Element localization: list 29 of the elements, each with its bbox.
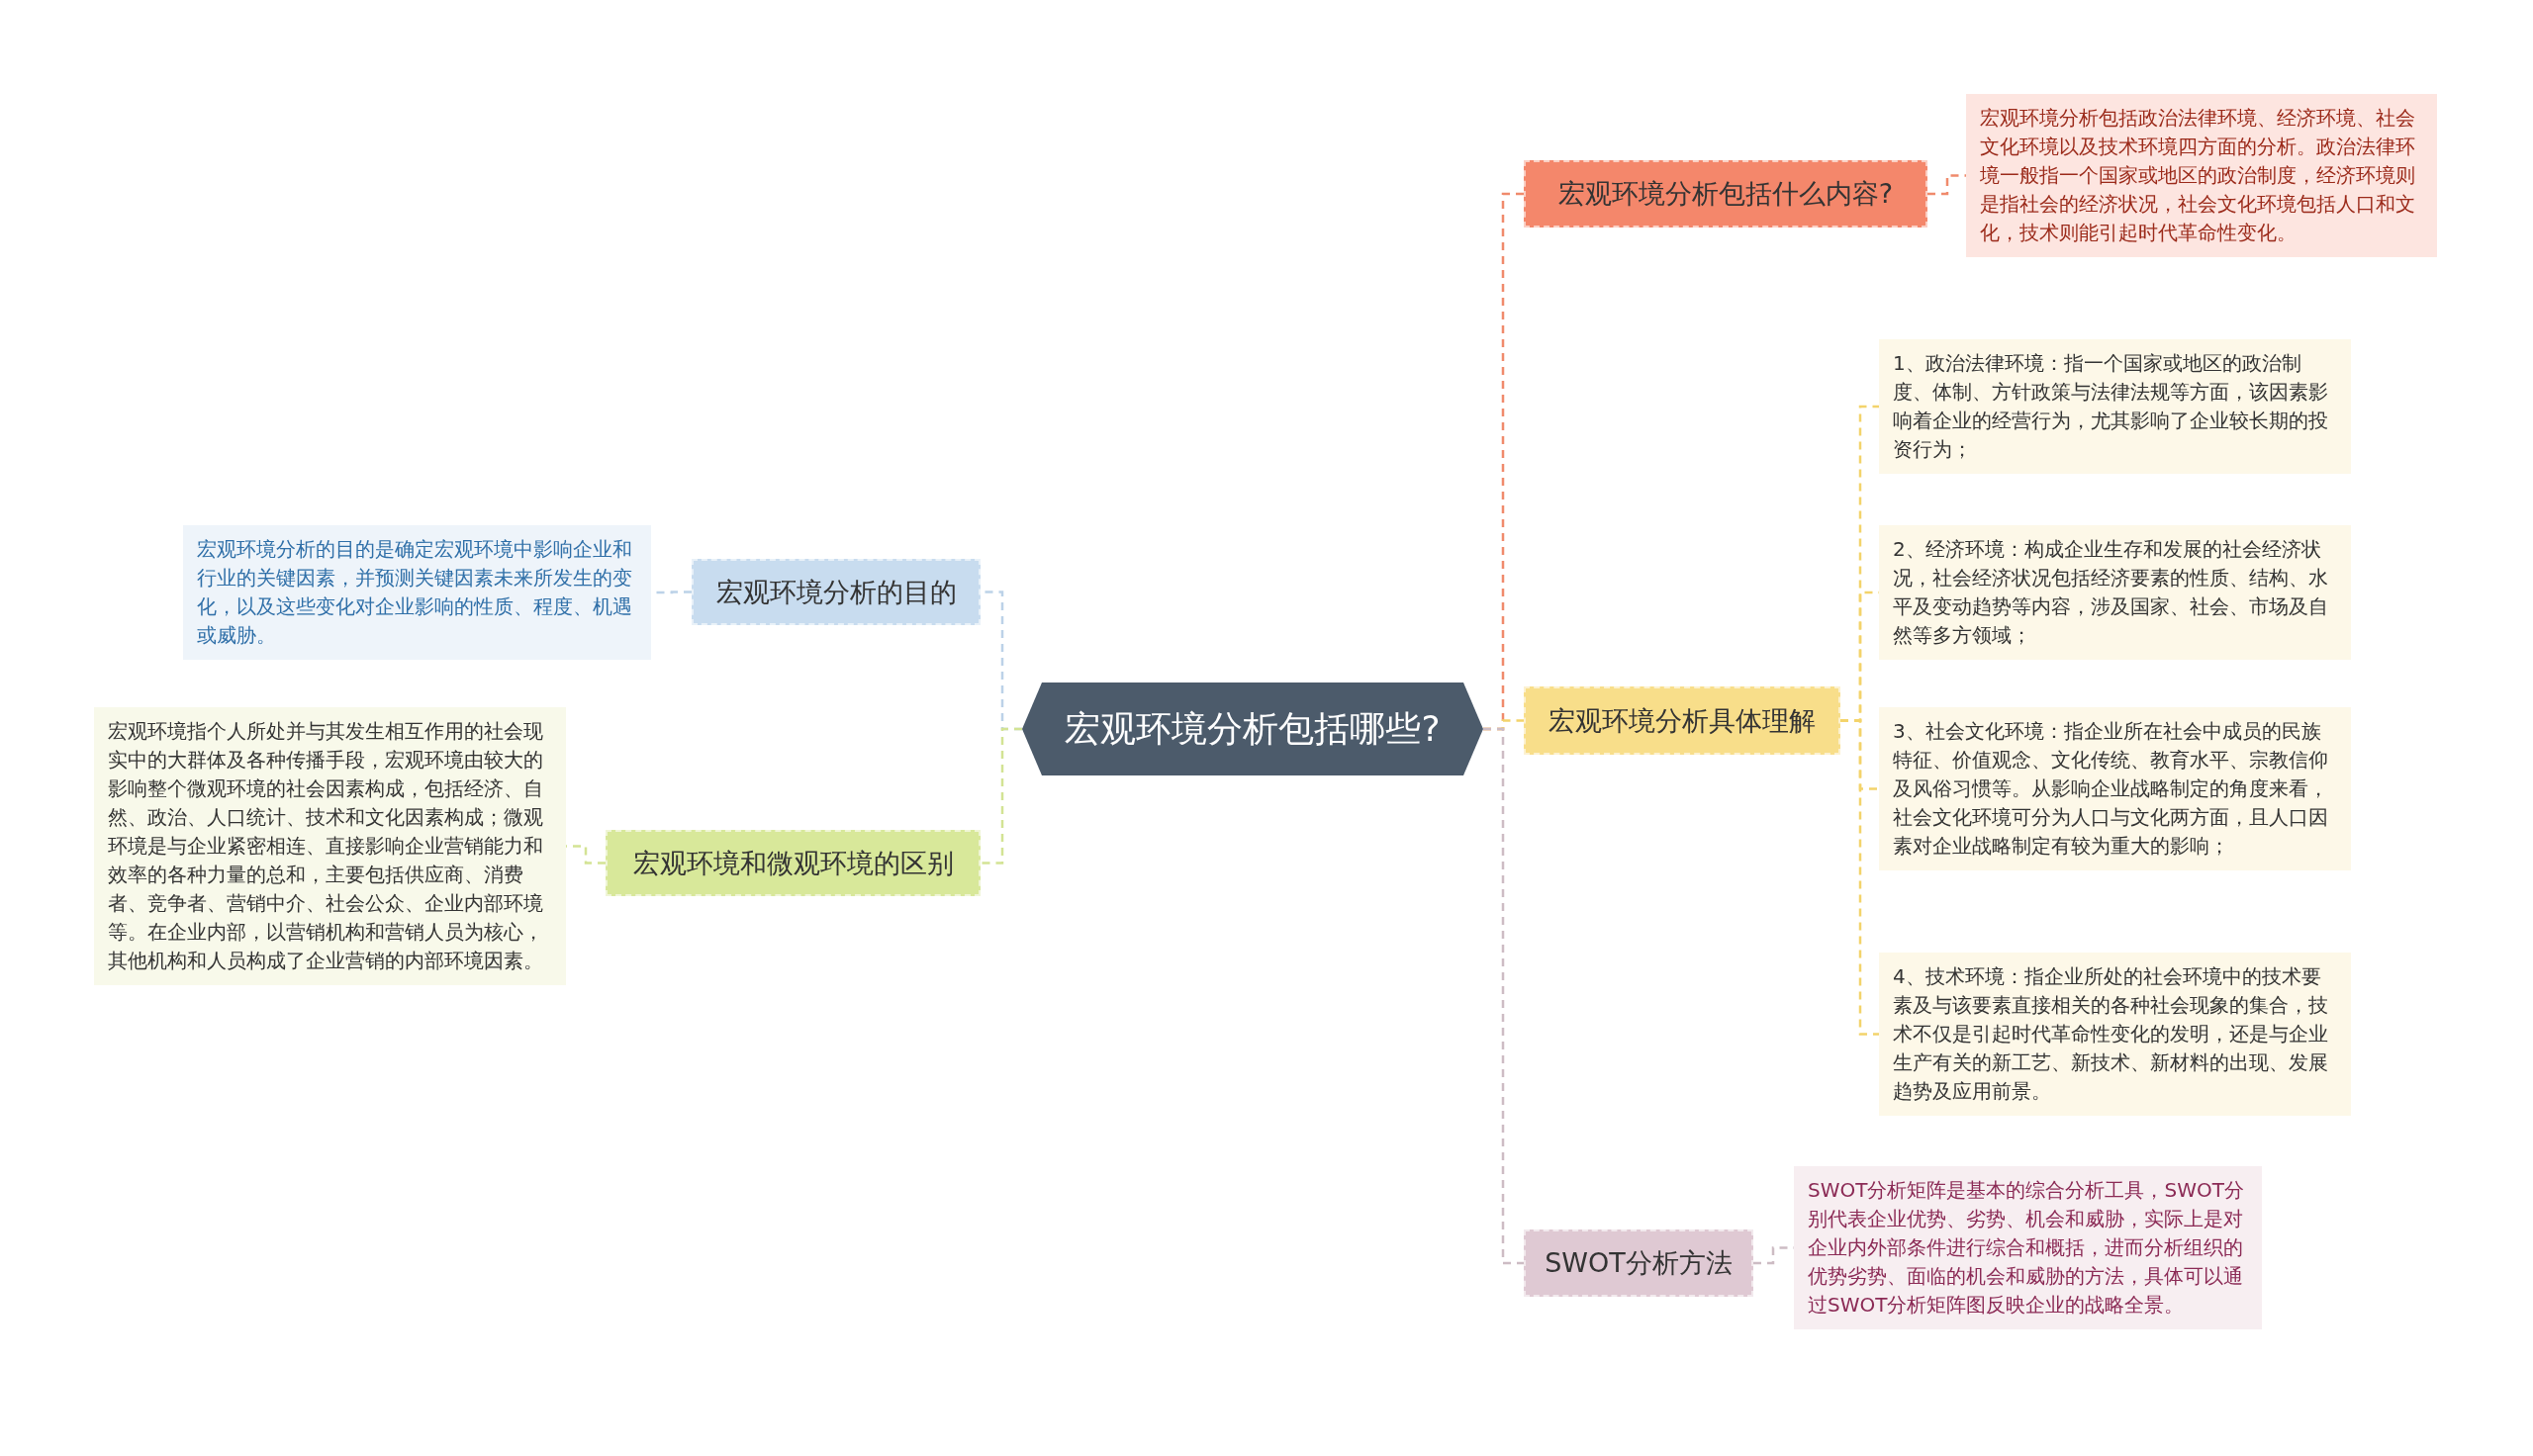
note-text: SWOT分析矩阵是基本的综合分析工具，SWOT分别代表企业优势、劣势、机会和威胁，实际上是对企业内外部条件进行综合和概括，进而分析组织的优势劣势、面临的机会和威胁的方法，具体可以通过SWOT分析矩阵图反映企业的战略全景。 bbox=[1808, 1177, 2245, 1319]
branch-topic bbox=[1524, 160, 1927, 228]
connector-line bbox=[981, 727, 1022, 864]
topic-label: 宏观环境分析包括什么内容? bbox=[1557, 177, 1894, 211]
branch-topic bbox=[692, 559, 981, 625]
connector-line bbox=[1840, 719, 1879, 1036]
note-text: 1、政治法律环境：指一个国家或地区的政治制度、体制、方针政策与法律法规等方面，该因素影响着企业的经营行为，尤其影响了企业较长期的投资行为； bbox=[1893, 350, 2329, 463]
central-topic-hexagon bbox=[1022, 682, 1483, 775]
topic-label: 宏观环境分析具体理解 bbox=[1548, 703, 1816, 738]
note-text: 2、经济环境：构成企业生存和发展的社会经济状况，社会经济状况包括经济要素的性质、结构、水平及变动趋势等内容，涉及国家、社会、市场及自然等多方领域； bbox=[1893, 536, 2329, 649]
connector-line bbox=[1483, 727, 1524, 1265]
topic-label: SWOT分析方法 bbox=[1545, 1246, 1733, 1280]
note-text: 宏观环境分析包括政治法律环境、经济环境、社会文化环境以及技术环境四方面的分析。政治法律环境一般指一个国家或地区的政治制度，经济环境则是指社会的经济状况，社会文化环境包括人口和文化，技术则能引起时代革命性变化。 bbox=[1980, 105, 2416, 246]
note-text: 4、技术环境：指企业所处的社会环境中的技术要素及与该要素直接相关的各种社会现象的集合，技术不仅是引起时代革命性变化的发明，还是与企业生产有关的新工艺、新技术、新材料的出现、发展趋势及应用前景。 bbox=[1893, 963, 2329, 1105]
topic-label: 宏观环境和微观环境的区别 bbox=[632, 846, 954, 880]
note-text: 3、社会文化环境：指企业所在社会中成员的民族特征、价值观念、文化传统、教育水平、宗教信仰及风俗习惯等。从影响企业战略制定的角度来看，社会文化环境可分为人口与文化两方面，且人口因素对企业战略制定有较为重大的影响； bbox=[1893, 718, 2329, 860]
note-card bbox=[1879, 339, 2351, 474]
note-card bbox=[1879, 525, 2351, 660]
note-text: 宏观环境指个人所处并与其发生相互作用的社会现实中的大群体及各种传播手段，宏观环境由较大的影响整个微观环境的社会因素构成，包括经济、自然、政治、人口统计、技术和文化因素构成；微观环境是与企业紧密相连、直接影响企业营销能力和效率的各种力量的总和，主要包括供应商、消费者、竞争者、营销中介、社会公众、企业内部环境等。在企业内部，以营销机构和营销人员为核心，其他机构和人员构成了企业营销的内部环境因素。 bbox=[108, 718, 544, 974]
note-card bbox=[1794, 1166, 2262, 1329]
note-text: 宏观环境分析的目的是确定宏观环境中影响企业和行业的关键因素，并预测关键因素未来所发生的变化，以及这些变化对企业影响的性质、程度、机遇或威胁。 bbox=[197, 536, 633, 649]
branch-topic bbox=[1524, 686, 1840, 755]
note-card bbox=[1966, 94, 2437, 257]
branch-topic bbox=[606, 830, 981, 896]
branch-topic bbox=[1524, 1229, 1753, 1297]
topic-title: 宏观环境分析包括哪些? bbox=[1065, 706, 1441, 751]
topic-label: 宏观环境分析的目的 bbox=[715, 575, 957, 609]
connector-line bbox=[1927, 174, 1966, 196]
note-card bbox=[1879, 953, 2351, 1116]
